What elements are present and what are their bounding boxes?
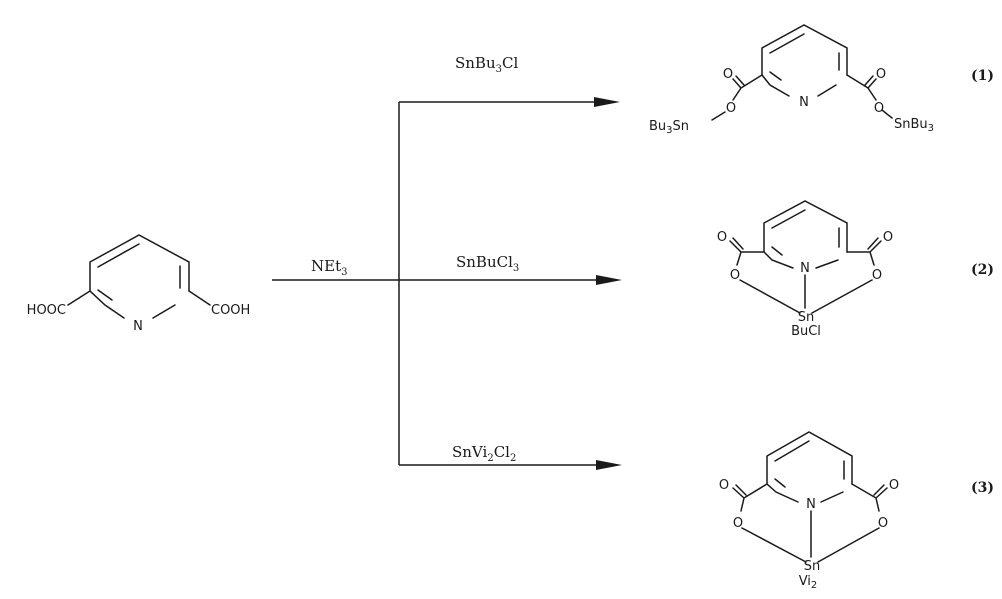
- carboxyl-bonds: [67, 290, 211, 306]
- p3-right-carbonyl-o: O: [889, 478, 899, 493]
- p1-right-tin-group: SnBu3: [894, 117, 934, 134]
- p3-right-o: O: [878, 516, 888, 531]
- p2-right-carbonyl-o: O: [883, 230, 893, 245]
- p1-right-carbonyl-o: O: [876, 67, 886, 82]
- p2-ring-nitrogen: N: [800, 261, 810, 276]
- p3-left-carbonyl-o: O: [719, 478, 729, 493]
- p2-left-o: O: [730, 268, 740, 283]
- product-2: N O O O O Sn BuCl (2): [717, 200, 994, 339]
- p3-coordination-bonds: [741, 510, 880, 563]
- p3-carboxylate-bonds: [732, 483, 888, 512]
- p2-ring-inner-bonds: [771, 209, 840, 256]
- p1-ring-nitrogen: N: [799, 95, 809, 110]
- p2-ring-bonds: [763, 200, 848, 269]
- p1-left-carbonyl-o: O: [723, 67, 733, 82]
- starting-material: N HOOC COOH: [27, 234, 250, 334]
- p2-tin: Sn: [798, 310, 815, 325]
- reagent-base: NEt3: [311, 257, 347, 278]
- p2-left-carbonyl-o: O: [717, 230, 727, 245]
- p3-ring-inner-bonds: [774, 440, 845, 488]
- ring-nitrogen: N: [133, 319, 143, 334]
- reagent-3: SnVi2Cl2: [452, 443, 516, 464]
- p1-ring-bonds: [761, 24, 848, 97]
- p1-right-ester-bonds: [846, 74, 893, 119]
- left-carboxyl-label: HOOC: [27, 303, 66, 318]
- p3-tin: Sn: [804, 559, 821, 574]
- product-1: N O O O O Bu3Sn SnBu3 (1): [649, 24, 994, 136]
- p2-right-o: O: [872, 268, 882, 283]
- p1-left-tin-group: Bu3Sn: [649, 119, 689, 136]
- reagent-1: SnBu3Cl: [455, 54, 518, 75]
- p2-tin-ligands: BuCl: [791, 324, 821, 339]
- p2-carboxylate-bonds: [729, 237, 882, 266]
- p3-left-o: O: [733, 516, 743, 531]
- p3-ring-bonds: [766, 431, 853, 503]
- right-carboxyl-label: COOH: [211, 303, 250, 318]
- p1-compound-label: (1): [971, 68, 994, 84]
- arrow-head-1: [594, 97, 620, 107]
- p1-left-ester-o: O: [726, 101, 736, 116]
- p1-ring-inner-bonds: [769, 33, 840, 81]
- reagent-labels: NEt3 SnBu3Cl SnBuCl3 SnVi2Cl2: [311, 54, 519, 464]
- p2-coordination-bonds: [739, 274, 873, 314]
- ring-inner-bonds: [97, 243, 181, 301]
- arrow-head-3: [596, 460, 622, 470]
- p3-compound-label: (3): [971, 480, 994, 496]
- p1-left-ester-bonds: [711, 74, 763, 121]
- p3-tin-ligands: Vi2: [799, 574, 818, 591]
- reagent-2: SnBuCl3: [456, 253, 519, 274]
- product-3: N O O O O Sn Vi2 (3): [719, 431, 994, 591]
- p3-ring-nitrogen: N: [806, 497, 816, 512]
- p2-compound-label: (2): [971, 262, 994, 278]
- p1-right-ester-o: O: [874, 101, 884, 116]
- arrow-head-2: [596, 275, 622, 285]
- ring-bonds: [89, 234, 190, 319]
- reaction-arrows: [272, 97, 622, 470]
